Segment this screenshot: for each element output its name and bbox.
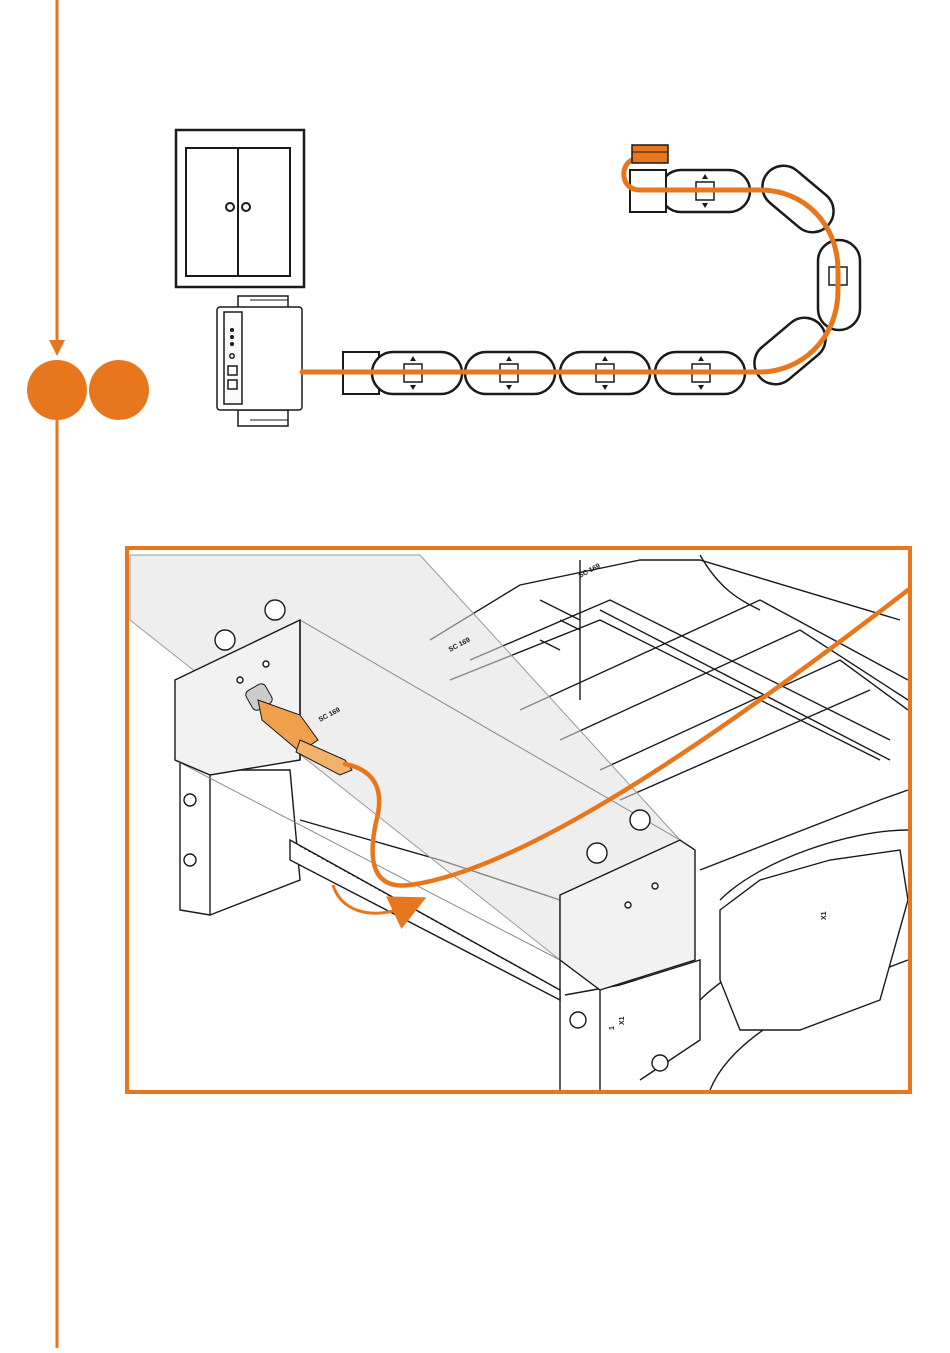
step-dot-2 (89, 360, 149, 420)
timeline-arrow-icon (49, 340, 65, 356)
side-mark-1: X1 (821, 911, 828, 920)
side-mark-2: 1 (609, 1026, 616, 1030)
step-dot-1 (27, 360, 87, 420)
cabinet-icon (176, 130, 304, 287)
sensor-cable-icon (302, 160, 838, 372)
io-module-icon (217, 296, 302, 426)
chain-mounting-bracket (632, 145, 668, 163)
side-mark-3: X1 (619, 1016, 626, 1025)
